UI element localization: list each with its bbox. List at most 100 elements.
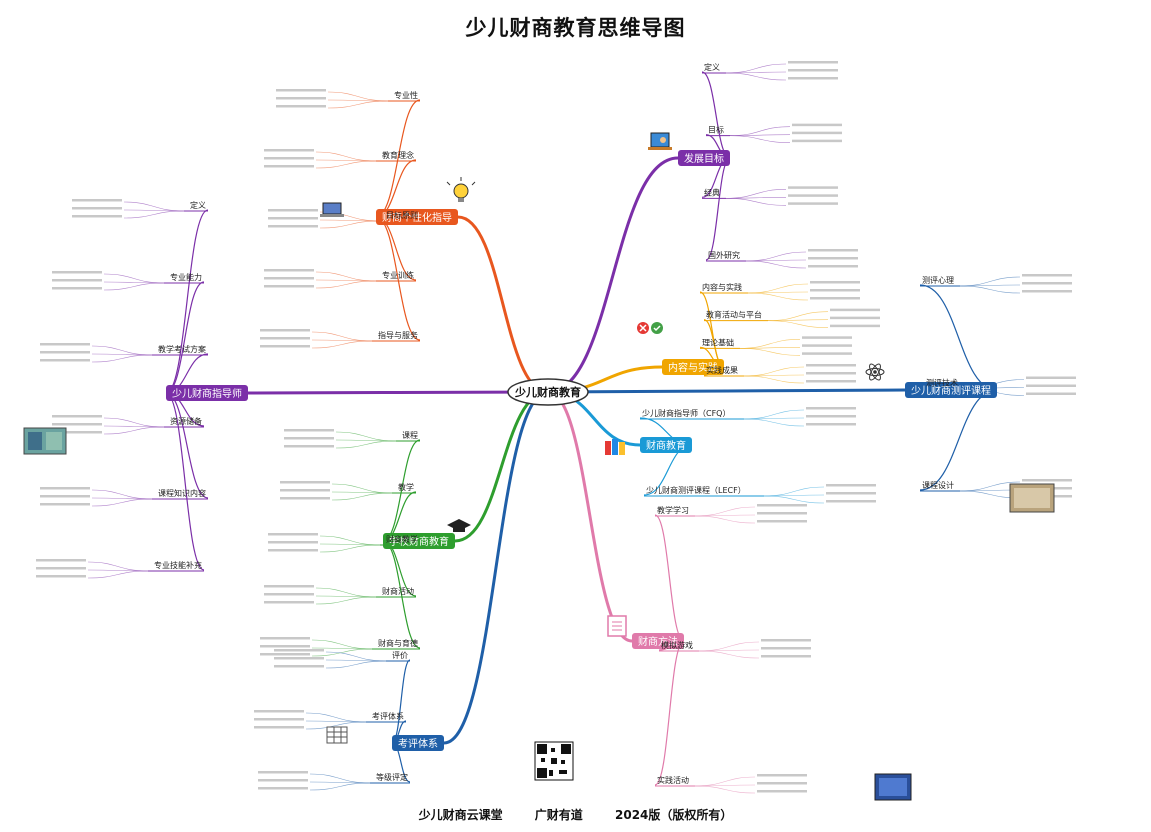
leaf-line [959, 276, 1021, 287]
child-node-label[interactable]: 课程设计 [922, 480, 954, 490]
child-node-label[interactable]: 国外研究 [708, 250, 740, 260]
leaf-text-placeholder [810, 297, 860, 300]
leaf-text-placeholder [1026, 376, 1076, 379]
branch-line [443, 390, 549, 745]
leaf-text-placeholder [802, 352, 852, 355]
leaf-text-placeholder [40, 343, 90, 346]
leaf-text-placeholder [761, 639, 811, 642]
leaf-text-placeholder [264, 277, 314, 280]
child-node-label[interactable]: 教学考试方案 [158, 344, 206, 354]
child-node-label[interactable]: 专业技能补充 [154, 560, 202, 570]
leaf-text-placeholder [806, 407, 856, 410]
leaf-text-placeholder [808, 257, 858, 260]
center-node[interactable]: 少儿财商教育 [507, 378, 589, 406]
leaf-text-placeholder [792, 123, 842, 127]
branch-node[interactable]: 财商个性化指导 [376, 209, 458, 225]
child-node-label[interactable]: 目标原则 [386, 210, 418, 220]
child-node-label[interactable]: 教育活动与平台 [706, 310, 762, 320]
leaf-line [694, 506, 756, 517]
leaf-text-placeholder [806, 415, 856, 418]
leaf-text-placeholder [788, 77, 838, 80]
child-node-label[interactable]: 财商教学 [386, 534, 418, 544]
child-node-label[interactable]: 教学 [398, 482, 414, 492]
branch-node[interactable]: 少儿财商测评课程 [905, 382, 997, 398]
leaf-line [91, 498, 153, 507]
child-node-label[interactable]: 理论基础 [702, 337, 734, 347]
leaf-text-placeholder [268, 549, 318, 552]
leaf-text-placeholder [806, 380, 856, 383]
leaf-line [743, 375, 805, 384]
leaf-line [309, 782, 371, 791]
child-node-label[interactable]: 专业能力 [170, 272, 202, 282]
child-node-label[interactable]: 定义 [704, 62, 720, 72]
branch-node-shape [376, 209, 458, 225]
child-line [165, 209, 209, 394]
child-node-label[interactable]: 测评技术 [926, 378, 958, 388]
leaf-text-placeholder [264, 285, 314, 288]
child-node-label[interactable]: 财商活动 [382, 586, 414, 596]
leaf-text-placeholder [276, 97, 326, 100]
branch-node[interactable]: 内容与实践 [662, 359, 724, 375]
leaf-text-placeholder [40, 503, 90, 506]
leaf-line [767, 311, 829, 321]
branch-node[interactable]: 少儿财商指导师 [166, 385, 248, 401]
branch-node[interactable]: 财商教育 [640, 437, 692, 453]
child-node-label[interactable]: 资源储备 [170, 416, 202, 426]
child-node-label[interactable]: 经典 [704, 187, 720, 197]
leaf-line [763, 495, 825, 504]
leaf-text-placeholder [826, 492, 876, 495]
leaf-text-placeholder [274, 649, 324, 652]
branch-node[interactable]: 学校财商教育 [383, 533, 455, 549]
child-node-label[interactable]: 课程 [402, 431, 418, 440]
leaf-text-placeholder [280, 489, 330, 492]
child-node-label[interactable]: 少儿财商指导师（CFQ） [642, 408, 730, 418]
leaf-line [311, 331, 373, 342]
child-line [919, 389, 998, 491]
leaf-line [103, 273, 165, 284]
leaf-text-placeholder [757, 504, 807, 507]
leaf-text-placeholder [264, 149, 314, 152]
leaf-text-placeholder [36, 575, 86, 578]
child-node-label[interactable]: 少儿财商测评课程（LECF） [646, 485, 746, 495]
branch-node[interactable]: 发展目标 [678, 150, 730, 166]
child-node-label[interactable]: 考评体系 [372, 711, 404, 721]
child-node-label[interactable]: 教学学习 [657, 505, 689, 515]
child-node-label[interactable]: 定义 [190, 200, 206, 210]
branch-node-shape [662, 359, 724, 375]
child-node-label[interactable]: 专业性 [394, 90, 418, 100]
leaf-line [91, 354, 153, 363]
leaf-line [725, 198, 787, 206]
child-node-label[interactable]: 课程知识内容 [158, 488, 206, 498]
child-node-label[interactable]: 财商与育德 [378, 638, 418, 648]
child-line [654, 640, 685, 786]
leaf-line [698, 641, 760, 652]
leaf-text-placeholder [1022, 290, 1072, 293]
child-node-label[interactable]: 内容与实践 [702, 282, 742, 292]
leaf-line [959, 285, 1021, 294]
child-node-label[interactable]: 实践成果 [706, 365, 738, 375]
leaf-text-placeholder [761, 655, 811, 658]
leaf-text-placeholder [264, 593, 314, 596]
child-node-label[interactable]: 评价 [392, 651, 408, 660]
child-node-label[interactable]: 等级评定 [376, 772, 408, 782]
leaf-text-placeholder [788, 194, 838, 197]
child-node-label[interactable]: 教育理念 [382, 150, 414, 160]
leaf-text-placeholder [258, 771, 308, 774]
lightbulb-icon [446, 177, 476, 202]
child-line [391, 659, 411, 744]
leaf-text-placeholder [260, 645, 310, 648]
leaf-line [729, 126, 791, 136]
child-node-label[interactable]: 模拟游戏 [661, 640, 693, 650]
leaf-text-placeholder [258, 779, 308, 782]
child-node-label[interactable]: 测评心理 [922, 276, 954, 285]
child-node-label[interactable]: 目标 [708, 125, 724, 135]
child-node-label[interactable]: 实践活动 [657, 775, 689, 785]
leaf-text-placeholder [788, 202, 838, 205]
child-node-label[interactable]: 专业训练 [382, 270, 414, 280]
branch-node[interactable]: 考评体系 [392, 735, 444, 751]
leaf-line [305, 712, 367, 723]
leaf-text-placeholder [72, 199, 122, 202]
child-node-label[interactable]: 指导与服务 [378, 330, 418, 340]
branch-node[interactable]: 财商方法 [632, 633, 684, 649]
